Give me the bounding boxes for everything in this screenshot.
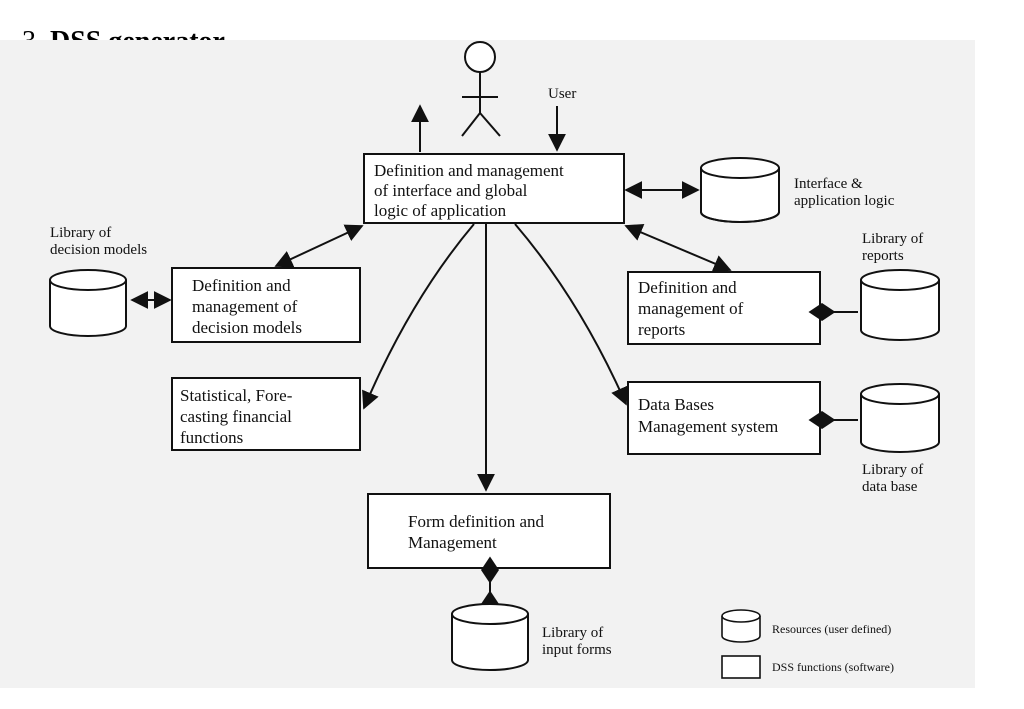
svg-text:Definition and management: Definition and management of decision mo… [192,276,302,337]
interface-mgmt-box [363,153,625,224]
link-interface-reports [624,224,732,272]
svg-text:Statistical, Fore- casting: Statistical, Fore- casting financial fun… [180,386,297,447]
reports-library-label-1: Library of [862,231,923,247]
forms-library-cylinder [451,603,529,671]
interface-mgmt-line-3: logic of application [374,201,507,220]
dbms-line-2: Management system [638,417,778,436]
svg-text:Library of input forms: Library of input forms [542,625,612,658]
decision-library-cylinder [49,269,127,337]
reports-mgmt-line-3: reports [638,320,685,339]
svg-text:Library of decision models: Library of decision models [50,225,147,258]
stat-functions-box [171,377,361,451]
interface-mgmt-line-1: Definition and management [374,161,564,180]
svg-text:Interface & application lo: Interface & application logic [794,176,895,209]
stat-functions-line-1: Statistical, Fore- [180,386,293,405]
reports-mgmt-line-1: Definition and [638,278,737,297]
reports-mgmt-line-2: management of [638,299,744,318]
decision-library-label-2: decision models [50,242,147,258]
decision-models-line-3: decision models [192,318,302,337]
legend-box-icon [721,655,761,679]
reports-mgmt-box [627,271,821,345]
svg-text:Library of reports: Library of reports [862,231,927,264]
interface-logic-cylinder [700,157,780,223]
database-library-label-2: data base [862,479,918,495]
legend-functions-label: DSS functions (software) [772,660,894,674]
forms-library-label-2: input forms [542,642,612,658]
form-mgmt-line-1: Form definition and [408,512,544,531]
decision-models-line-2: management of [192,297,298,316]
legend-resources-label: Resources (user defined) [772,622,891,636]
stat-functions-line-2: casting financial [180,407,292,426]
legend-cylinder-icon [721,609,761,643]
reports-library-label-2: reports [862,248,904,264]
reports-library-cylinder [860,269,940,341]
scan-background [0,40,975,688]
svg-text:Library of data base: Library of data base [862,462,927,495]
link-interface-dbms [514,223,628,406]
svg-text:Definition and management: Definition and management of interface a… [374,161,568,220]
stat-functions-line-3: functions [180,428,243,447]
database-library-label-1: Library of [862,462,923,478]
legend [721,609,761,679]
svg-text:Definition and management: Definition and management of reports [638,278,748,339]
form-mgmt-line-2: Management [408,533,497,552]
interface-logic-label-1: Interface & [794,176,863,192]
user-label: User [548,86,576,102]
dbms-line-1: Data Bases [638,395,714,414]
decision-models-box [171,267,361,343]
link-interface-decision [274,224,364,268]
svg-text:Resources (user defined) D: Resources (user defined) DSS functions (… [772,622,894,674]
user-figure [461,41,501,137]
decision-models-line-1: Definition and [192,276,291,295]
interface-mgmt-line-2: of interface and global [374,181,528,200]
link-interface-stat [362,223,475,410]
forms-library-label-1: Library of [542,625,603,641]
interface-logic-label-2: application logic [794,193,895,209]
form-mgmt-box [367,493,611,569]
decision-library-label-1: Library of [50,225,111,241]
svg-text:Data Bases Management syst: Data Bases Management system [638,395,778,436]
database-library-cylinder [860,383,940,453]
svg-text:Form definition and Manage: Form definition and Management [408,512,548,552]
